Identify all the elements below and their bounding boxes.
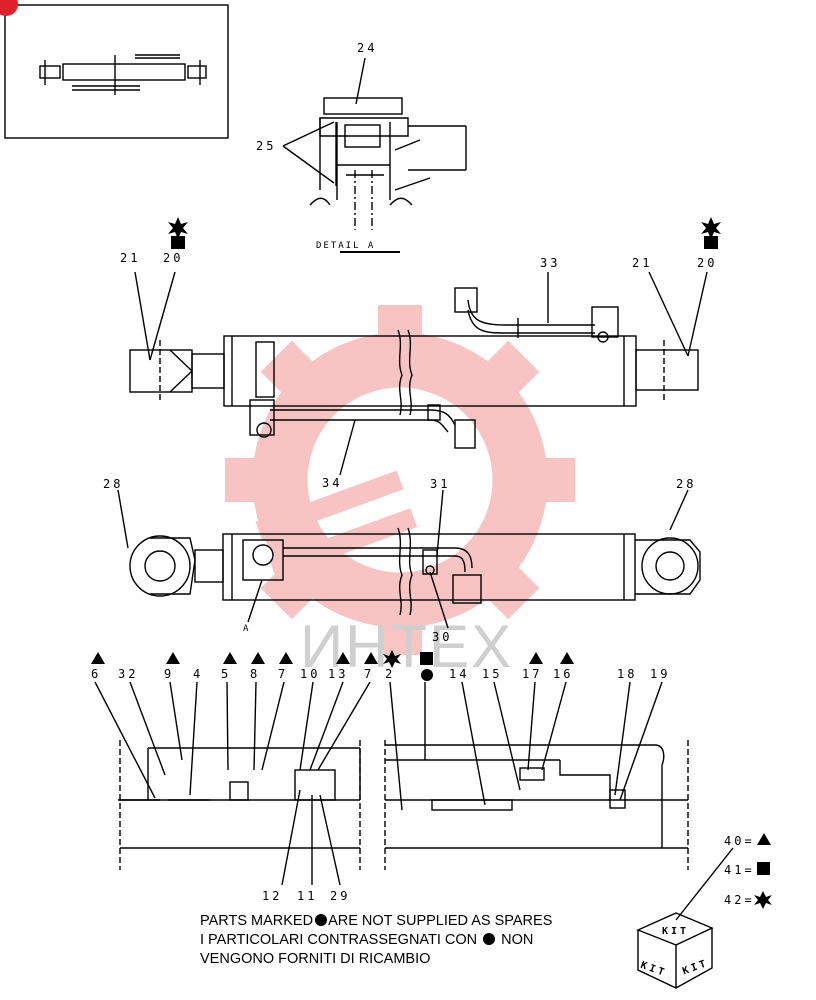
section-label-4: 4	[193, 667, 203, 681]
dot-icon	[315, 914, 328, 926]
legend-triangle-icon	[757, 833, 771, 845]
label-detail-ref-a: A	[243, 624, 251, 634]
section-label-7: 7	[278, 667, 288, 681]
triangle-9	[166, 652, 180, 664]
footnote-line3: VENGONO FORNITI DI RICAMBIO	[200, 951, 431, 967]
star-marker-right	[701, 217, 721, 239]
thumbnail-cylinder	[39, 54, 207, 95]
footnote-line-3: VENGONO FORNITI DI RICAMBIO	[200, 950, 430, 969]
label-20-left: 20	[163, 251, 183, 265]
section-label-5: 5	[221, 667, 231, 681]
section-label-9: 9	[164, 667, 174, 681]
kit-label-right: KIT	[681, 958, 710, 978]
section-label-6: 6	[91, 667, 101, 681]
label-21-right: 21	[632, 256, 652, 270]
kit-box	[636, 847, 734, 990]
triangle-17	[529, 652, 543, 664]
part-markers	[91, 217, 772, 909]
label-34: 34	[322, 476, 342, 490]
legend-42: 42=	[724, 893, 755, 907]
triangle-8	[251, 652, 265, 664]
square-marker-14	[420, 652, 433, 665]
upper-cylinder-view	[129, 271, 708, 476]
square-marker-right	[704, 236, 718, 249]
section-view	[94, 681, 689, 886]
thumbnail-frame	[4, 4, 229, 139]
triangle-13	[336, 652, 350, 664]
detail-a-drawing	[282, 57, 467, 253]
section-label-13: 13	[328, 667, 348, 681]
label-31: 31	[430, 477, 450, 491]
middle-cylinder-view	[117, 489, 701, 629]
triangle-16	[560, 652, 574, 664]
legend-star-icon	[754, 891, 772, 909]
star-marker-2	[383, 650, 401, 668]
legend-40: 40=	[724, 834, 755, 848]
dot-marker-14	[421, 669, 433, 681]
section-label-10: 10	[300, 667, 320, 681]
footnote-line1-b: ARE NOT SUPPLIED AS SPARES	[328, 913, 553, 929]
triangle-5	[223, 652, 237, 664]
square-marker-left	[171, 236, 185, 249]
triangle-6	[91, 652, 105, 664]
legend-41: 41=	[724, 863, 755, 877]
section-label-16: 16	[553, 667, 573, 681]
section-label-15: 15	[482, 667, 502, 681]
star-marker-left	[168, 217, 188, 239]
kit-label-top: KIT	[662, 926, 689, 937]
label-25: 25	[256, 139, 276, 153]
section-label-2: 2	[385, 667, 395, 681]
section-label-14: 14	[449, 667, 469, 681]
section-label-17: 17	[522, 667, 542, 681]
section-label-18: 18	[617, 667, 637, 681]
triangle-7b	[364, 652, 378, 664]
label-28-left: 28	[103, 477, 123, 491]
label-30: 30	[432, 630, 452, 644]
legend-square-icon	[757, 862, 770, 875]
section-label-29: 29	[330, 889, 350, 903]
corner-badge	[0, 0, 18, 16]
kit-label-left: KIT	[639, 960, 668, 980]
section-label-7b: 7	[364, 667, 374, 681]
section-label-12: 12	[262, 889, 282, 903]
section-label-32: 32	[118, 667, 138, 681]
footnote-line2-b: NON	[501, 932, 534, 948]
watermark-text: ИНТЕХ	[300, 613, 514, 680]
dot-icon	[483, 933, 496, 945]
label-20-right: 20	[697, 256, 717, 270]
label-33: 33	[540, 256, 560, 270]
footnote-line1-a: PARTS MARKED	[200, 913, 314, 929]
footnote-line2-a: I PARTICOLARI CONTRASSEGNATI CON	[200, 932, 478, 948]
detail-a-title: DETAIL A	[316, 241, 375, 251]
label-24: 24	[357, 41, 377, 55]
section-label-19: 19	[650, 667, 670, 681]
footnote-line-2: I PARTICOLARI CONTRASSEGNATI CON NON	[200, 931, 533, 950]
footnote-line-1: PARTS MARKED ARE NOT SUPPLIED AS SPARES	[200, 912, 552, 931]
triangle-7	[279, 652, 293, 664]
label-28-right: 28	[676, 477, 696, 491]
section-label-8: 8	[250, 667, 260, 681]
section-label-11: 11	[297, 889, 317, 903]
label-21-left: 21	[120, 251, 140, 265]
